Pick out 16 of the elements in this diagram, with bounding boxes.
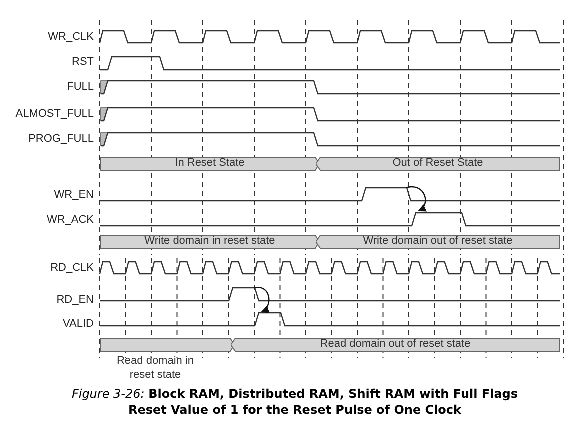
signal-name: RD_EN bbox=[56, 294, 94, 307]
signal-name: PROG_FULL bbox=[28, 133, 94, 146]
signal-name: FULL bbox=[67, 81, 94, 94]
signal-name: WR_EN bbox=[54, 189, 94, 202]
bus-state-band: Write domain out of reset state bbox=[316, 235, 560, 249]
signal-name: WR_CLK bbox=[48, 31, 94, 44]
signal-name: RD_CLK bbox=[50, 262, 94, 275]
signal-name: VALID bbox=[63, 318, 94, 331]
bus-state-band: Read domain out of reset state bbox=[231, 338, 560, 352]
bus-state-band: Out of Reset State bbox=[316, 157, 560, 171]
signal-name: RST bbox=[72, 56, 94, 69]
figure-caption: Figure 3-26: Block RAM, Distributed RAM, Shift RAM with Full Flags Reset Value of 1 for the Reset Pulse of One Clock bbox=[70, 386, 520, 418]
bus-state-band: In Reset State bbox=[100, 157, 320, 171]
bus-state-band: Write domain in reset state bbox=[100, 235, 320, 249]
signal-name: WR_ACK bbox=[46, 214, 94, 227]
signal-name: ALMOST_FULL bbox=[16, 108, 94, 121]
